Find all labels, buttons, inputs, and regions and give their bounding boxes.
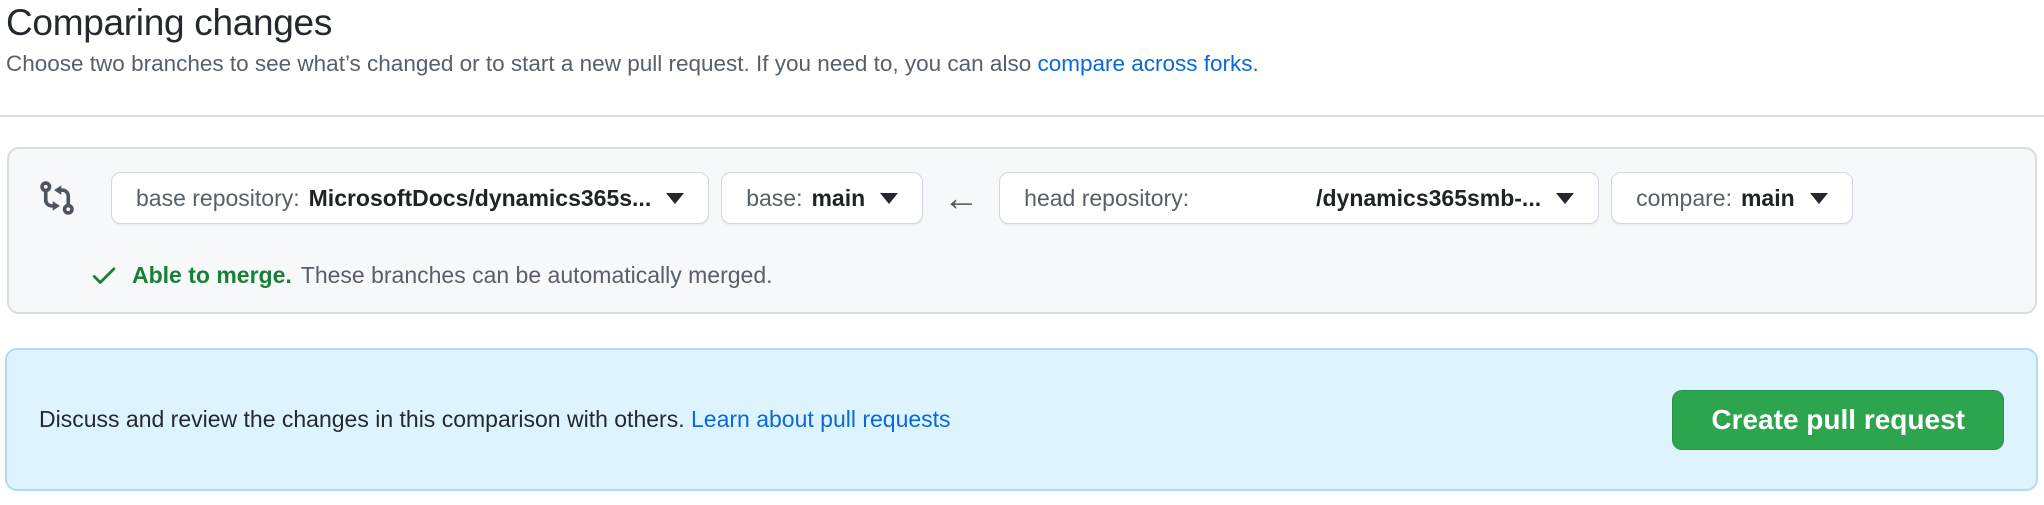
head-repository-prefix: head repository: <box>1024 184 1190 211</box>
base-branch-selector[interactable]: base: main <box>721 172 924 224</box>
compare-branch-selector[interactable]: compare: main <box>1611 172 1853 224</box>
compare-branch-value: main <box>1740 184 1795 211</box>
page-title: Comparing changes <box>6 2 333 43</box>
compare-branch-prefix: compare: <box>1636 184 1732 211</box>
base-branch-prefix: base: <box>746 184 803 211</box>
triangle-down-icon <box>1809 192 1828 204</box>
check-icon <box>89 260 119 290</box>
git-compare-icon <box>39 180 75 216</box>
triangle-down-icon <box>880 192 899 204</box>
redacted-username-gap <box>1198 198 1316 199</box>
branch-selector-panel: base repository: MicrosoftDocs/dynamics3… <box>7 147 2037 314</box>
merge-status: Able to merge. These branches can be aut… <box>89 260 2035 290</box>
compare-across-forks-link[interactable]: compare across forks. <box>1037 51 1259 76</box>
learn-about-pull-requests-link[interactable]: Learn about pull requests <box>690 406 951 432</box>
page-subtitle: Choose two branches to see what’s change… <box>6 50 2044 78</box>
base-repository-prefix: base repository: <box>136 184 300 211</box>
triangle-down-icon <box>666 192 685 204</box>
merge-status-description: These branches can be automatically merg… <box>300 261 773 288</box>
triangle-down-icon <box>1556 192 1575 204</box>
base-branch-value: main <box>811 184 866 211</box>
head-repository-value: /dynamics365smb-... <box>1316 184 1542 211</box>
subtitle-text: Choose two branches to see what’s change… <box>6 51 1038 76</box>
pull-request-banner: Discuss and review the changes in this c… <box>5 348 2038 491</box>
arrow-left-icon: ← <box>943 177 980 218</box>
banner-message: Discuss and review the changes in this c… <box>39 406 951 433</box>
create-pull-request-button[interactable]: Create pull request <box>1672 389 2004 450</box>
base-repository-selector[interactable]: base repository: MicrosoftDocs/dynamics3… <box>111 172 710 224</box>
branch-selector-row: base repository: MicrosoftDocs/dynamics3… <box>39 172 2035 224</box>
merge-status-title: Able to merge. <box>132 261 292 288</box>
header-divider <box>0 115 2044 117</box>
banner-message-text: Discuss and review the changes in this c… <box>39 406 691 432</box>
head-repository-selector[interactable]: head repository: /dynamics365smb-... <box>999 172 1600 224</box>
base-repository-value: MicrosoftDocs/dynamics365s... <box>308 184 652 211</box>
